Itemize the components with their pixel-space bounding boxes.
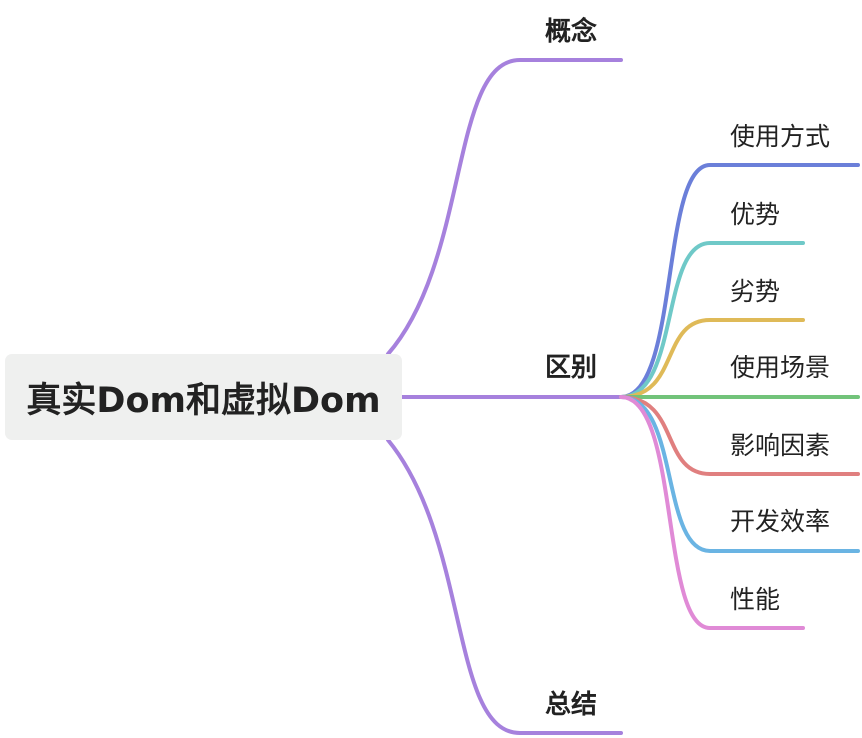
topic-summary[interactable]: 总结 (545, 690, 598, 720)
subtopic-disadvantage[interactable]: 劣势 (730, 277, 781, 306)
subtopic-influencing-factors[interactable]: 影响因素 (730, 431, 831, 460)
root-topic[interactable]: 真实Dom和虚拟Dom (5, 354, 402, 440)
subtopic-usage-scenario[interactable]: 使用场景 (730, 353, 831, 382)
connector-influencing-factors (619, 395, 860, 476)
connector-advantage (619, 241, 805, 399)
connector-disadvantage (619, 318, 805, 399)
root-topic-label: 真实Dom和虚拟Dom (26, 380, 381, 421)
subtopic-dev-efficiency[interactable]: 开发效率 (730, 507, 831, 536)
subtopic-usage-method[interactable]: 使用方式 (730, 122, 831, 151)
topic-difference[interactable]: 区别 (545, 353, 598, 383)
connector-usage-method (619, 163, 860, 399)
connector-performance (619, 395, 805, 630)
subtopic-performance[interactable]: 性能 (730, 585, 781, 614)
topic-concept[interactable]: 概念 (545, 17, 598, 47)
subtopic-advantage[interactable]: 优势 (730, 200, 781, 229)
connector-dev-efficiency (619, 395, 860, 553)
connector-concept (386, 58, 623, 356)
connector-summary (386, 438, 623, 735)
